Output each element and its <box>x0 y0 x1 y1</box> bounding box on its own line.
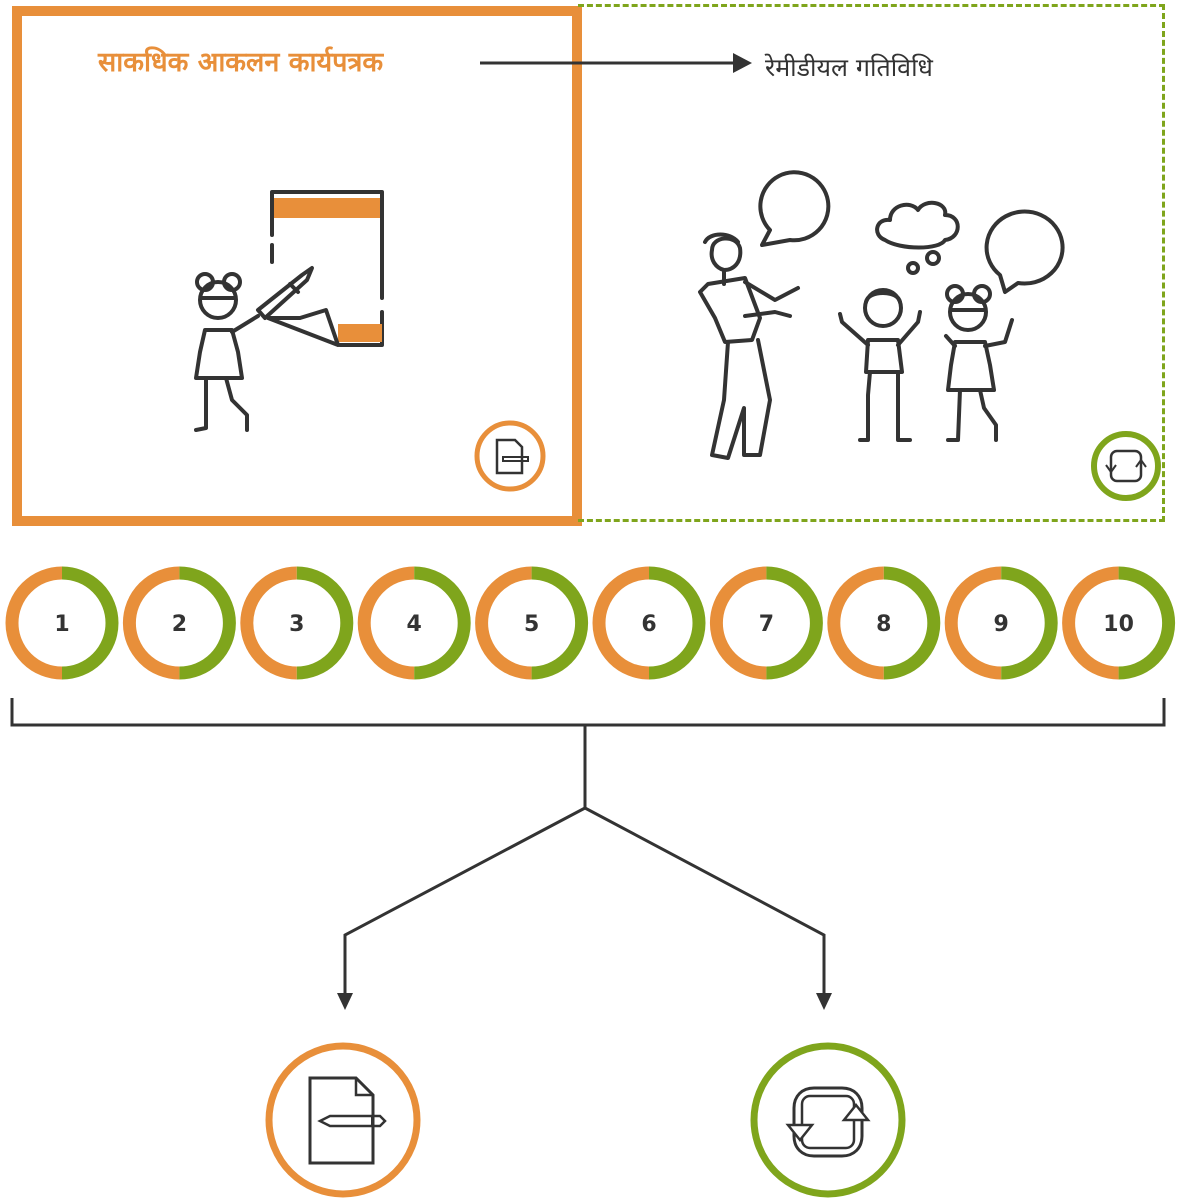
title-arrow <box>480 53 752 73</box>
step-number: 5 <box>524 612 539 637</box>
step-number: 7 <box>759 612 774 637</box>
refresh-cycle-icon <box>750 1042 906 1198</box>
step-number: 8 <box>876 612 891 637</box>
assessment-badge-icon <box>474 420 546 492</box>
step-number: 1 <box>54 612 69 637</box>
student-worksheet-illustration <box>194 190 384 432</box>
assessment-panel <box>12 6 582 526</box>
step-ring-9: 9 <box>944 566 1058 680</box>
step-ring-6: 6 <box>592 566 706 680</box>
step-ring-3: 3 <box>240 566 354 680</box>
remedial-badge-icon <box>1091 431 1161 501</box>
remedial-panel <box>578 4 1165 522</box>
step-ring-10: 10 <box>1062 566 1176 680</box>
worksheet-pencil-icon <box>265 1042 421 1198</box>
step-ring-4: 4 <box>357 566 471 680</box>
bracket-connector <box>10 698 1166 995</box>
right-arrowhead <box>816 993 832 1010</box>
step-ring-1: 1 <box>5 566 119 680</box>
left-arrowhead <box>337 993 353 1010</box>
step-ring-7: 7 <box>709 566 823 680</box>
step-number: 4 <box>407 612 422 637</box>
step-number: 10 <box>1103 612 1134 637</box>
step-ring-8: 8 <box>827 566 941 680</box>
step-number: 9 <box>994 612 1009 637</box>
remedial-title: रेमीडीयल गतिविधि <box>765 53 933 82</box>
step-rings: 1 2 3 4 5 6 7 8 9 10 <box>5 566 1176 680</box>
step-ring-5: 5 <box>475 566 589 680</box>
step-ring-2: 2 <box>122 566 236 680</box>
step-number: 3 <box>289 612 304 637</box>
teacher-children-illustration <box>698 170 1065 460</box>
step-number: 2 <box>172 612 187 637</box>
step-number: 6 <box>641 612 656 637</box>
assessment-title: साकधिक आकलन कार्यपत्रक <box>98 47 384 78</box>
